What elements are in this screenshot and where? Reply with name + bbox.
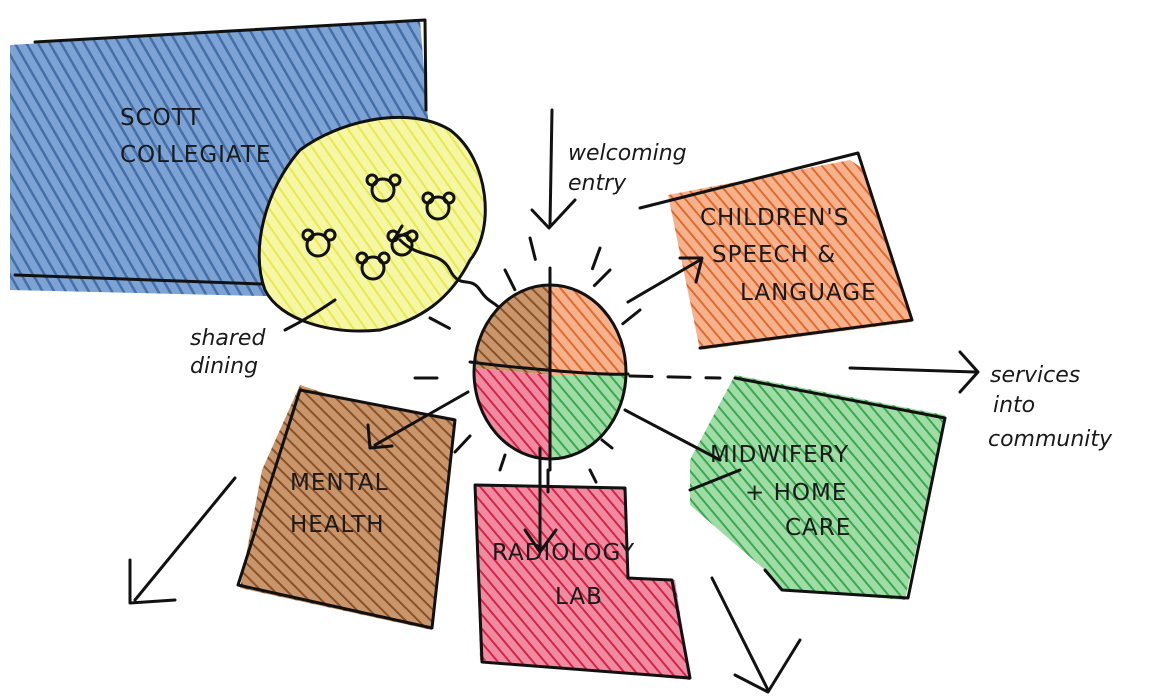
childrens-label-line2: SPEECH &: [712, 242, 836, 268]
scott-collegiate-label-line1: SCOTT: [120, 105, 201, 131]
midwifery-label-line1: MIDWIFERY: [710, 442, 849, 468]
shared-dining-label-line1: shared: [190, 326, 266, 351]
midwifery-label-line3: CARE: [785, 515, 851, 541]
radiology-label-line1: RADIOLOGY: [492, 540, 635, 566]
outward-arrow-southeast: [710, 576, 770, 692]
radiology-label-line2: LAB: [555, 584, 603, 610]
shared-dining-note: shared dining: [190, 298, 337, 379]
radiology-lab-block: RADIOLOGY LAB: [473, 483, 692, 680]
scott-collegiate-label-line2: COLLEGIATE: [120, 142, 271, 168]
services-label-line1: services: [990, 363, 1080, 388]
childrens-label-line3: LANGUAGE: [740, 280, 877, 306]
central-hub: [468, 266, 630, 472]
shared-dining-leader-line: [283, 298, 337, 332]
arrow-to-childrens: [626, 258, 702, 304]
childrens-speech-language-block: CHILDREN'S SPEECH & LANGUAGE: [638, 151, 914, 350]
services-into-community-note: services into community: [988, 363, 1113, 452]
midwifery-home-care-block: MIDWIFERY + HOME CARE: [688, 375, 947, 600]
entry-arrow-icon: [548, 108, 554, 227]
arrow-to-mental-health: [373, 390, 470, 447]
mental-health-label-line1: MENTAL: [290, 470, 388, 496]
arrow-to-midwifery: [623, 408, 722, 462]
dining-arrow-icon: [393, 224, 412, 240]
mental-health-label-line2: HEALTH: [290, 512, 385, 538]
mental-health-block: MENTAL HEALTH: [236, 385, 457, 630]
radiating-lines: [413, 236, 642, 494]
services-label-line3: community: [988, 427, 1113, 452]
childrens-label-line1: CHILDREN'S: [700, 205, 849, 231]
welcoming-entry-label-line1: welcoming: [568, 141, 687, 166]
outward-arrow-southwest: [133, 476, 237, 602]
shared-dining-area: [257, 115, 507, 333]
services-label-line2: into: [993, 393, 1035, 418]
shared-dining-label-line2: dining: [190, 354, 258, 379]
midwifery-label-line2: + HOME: [745, 480, 847, 506]
hub-arrows: [128, 256, 980, 694]
arrow-to-services: [628, 374, 722, 380]
dining-connector-squiggle: [398, 238, 507, 317]
welcoming-entry-note: welcoming entry: [530, 108, 687, 230]
welcoming-entry-label-line2: entry: [568, 171, 627, 196]
services-arrowhead-icon: [958, 350, 980, 394]
people-icons: [301, 173, 456, 281]
